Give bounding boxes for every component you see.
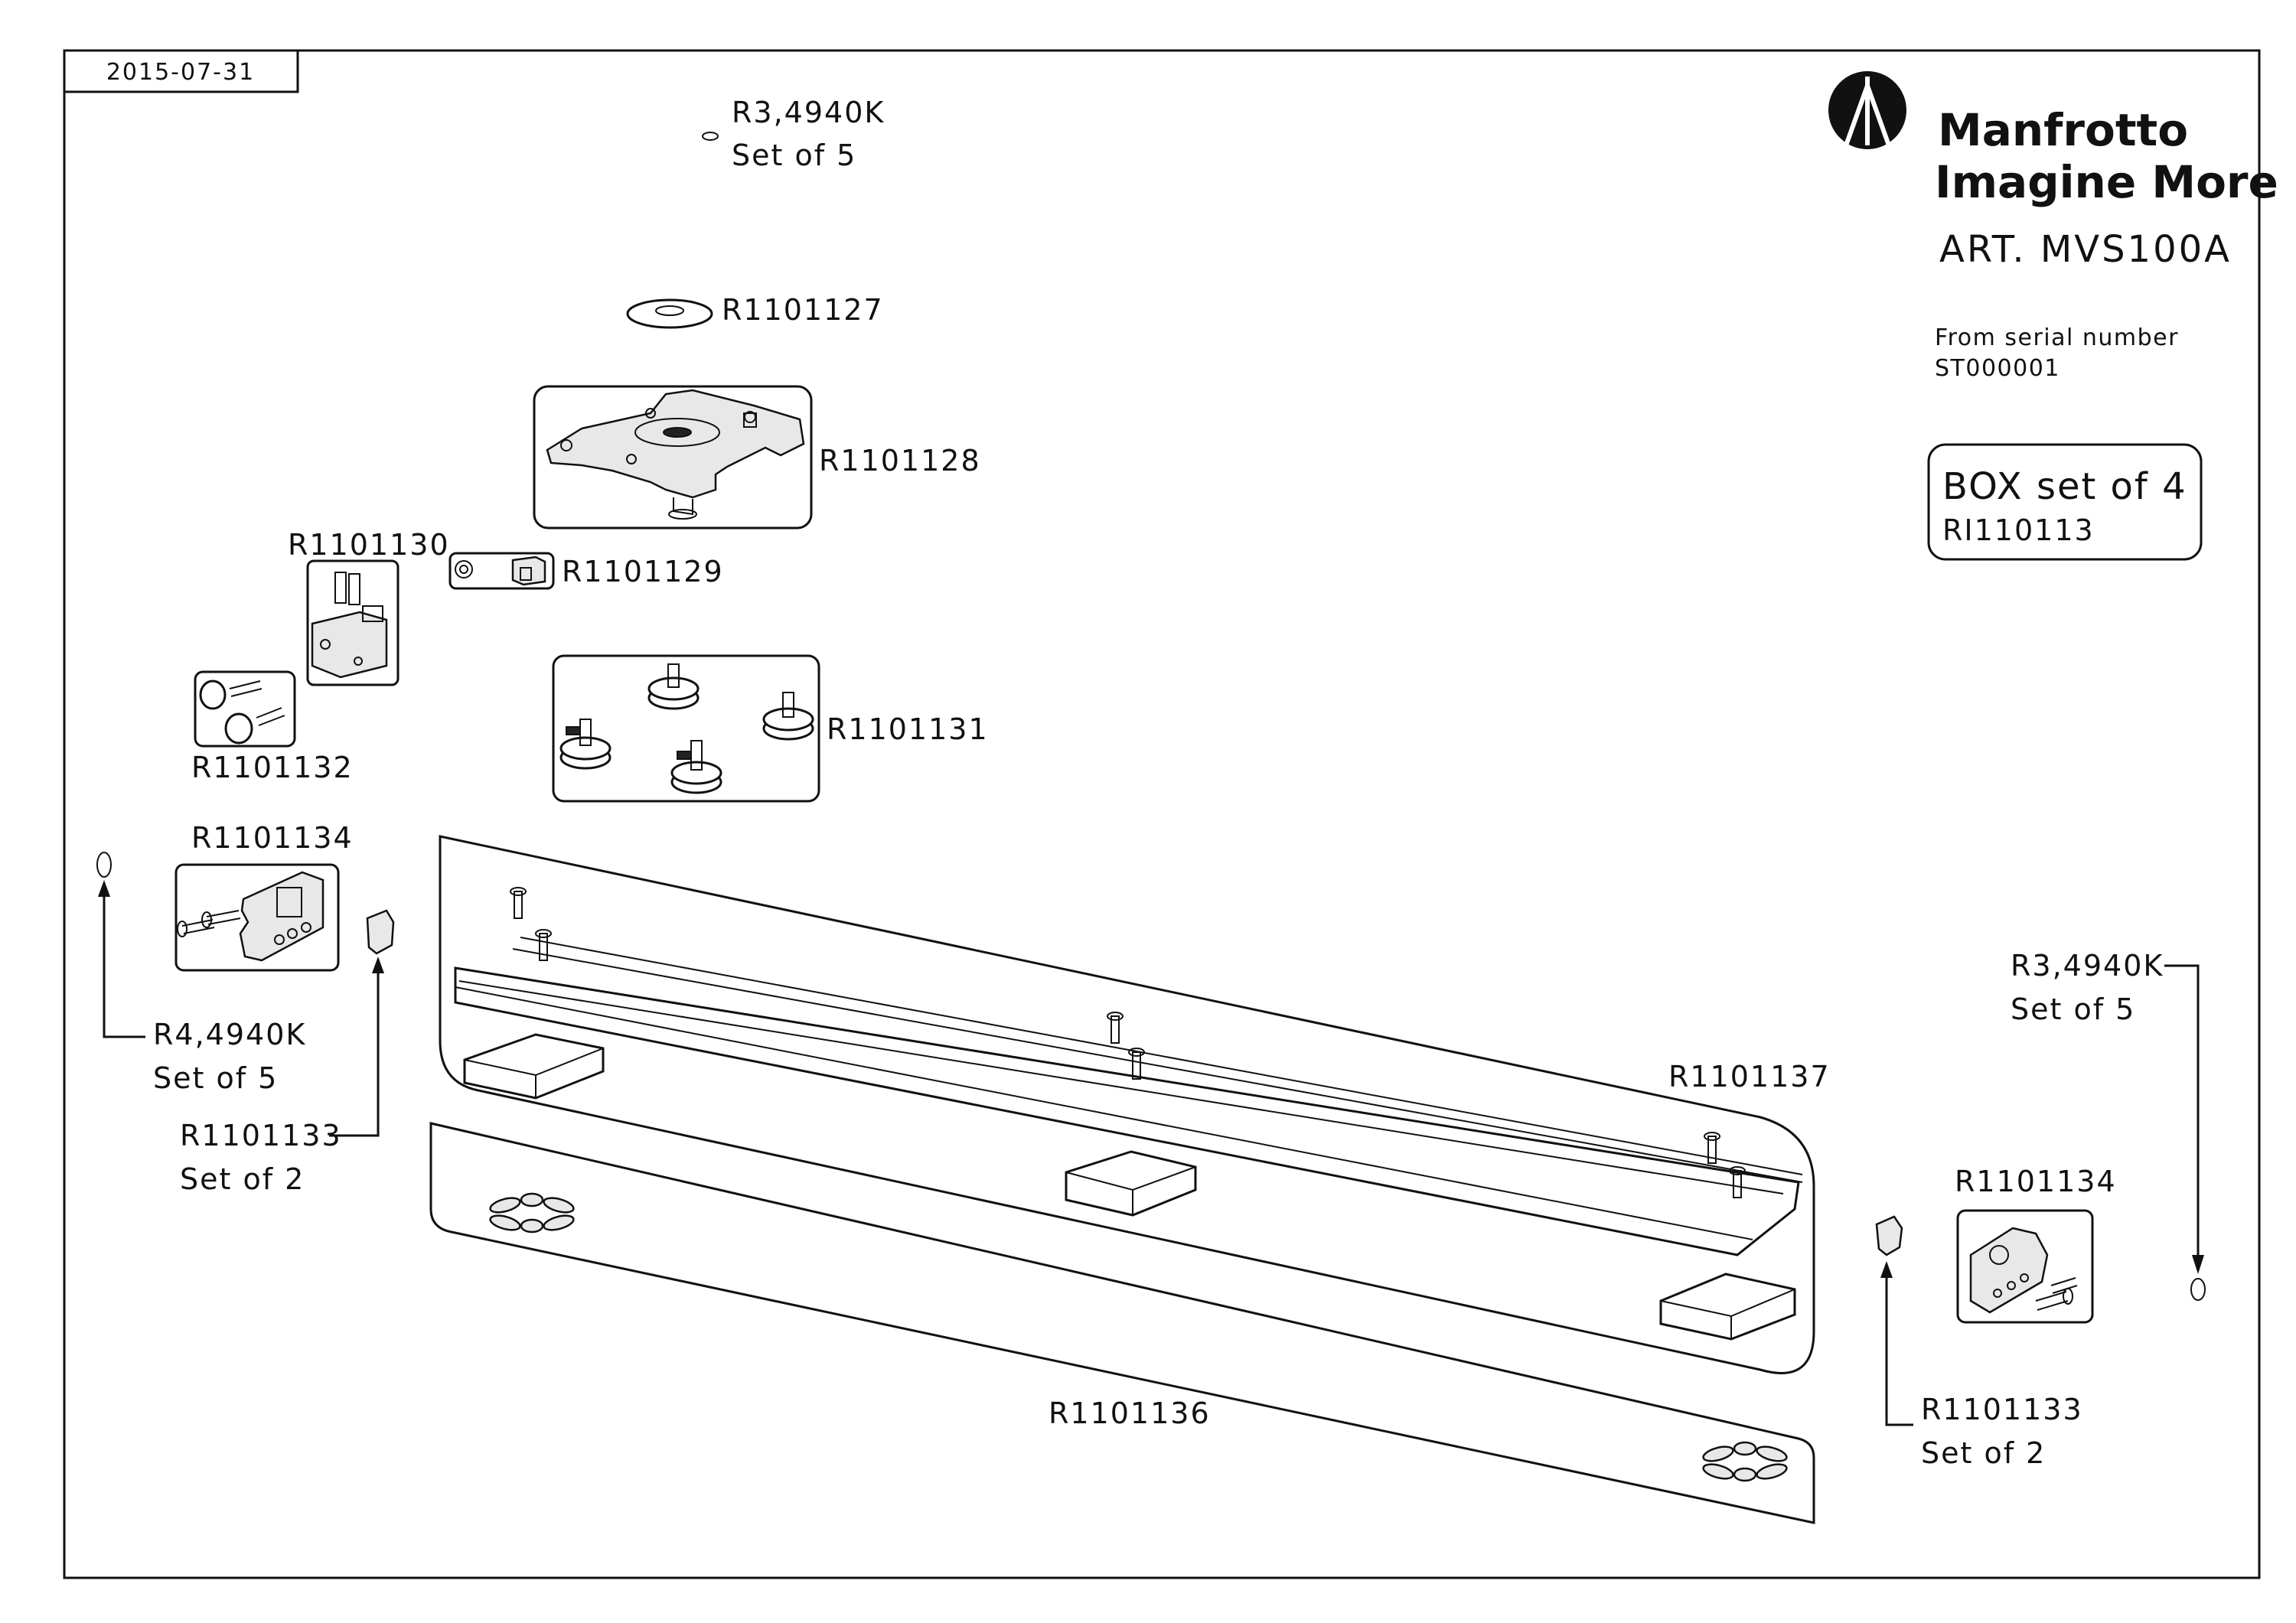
o-ring-right [2164, 964, 2206, 1301]
end-plate-left-part [174, 863, 340, 972]
r1101133-right-code: R1101133 [1921, 1393, 2083, 1426]
r1101128-label: R1101128 [819, 444, 981, 477]
rubber-pads-part [429, 1122, 1815, 1524]
end-plate-right-part [1956, 1209, 2094, 1324]
r1101131-label: R1101131 [827, 712, 989, 746]
washer-part [626, 298, 713, 329]
r1101134-left-label: R1101134 [191, 821, 354, 855]
r1101127-label: R1101127 [722, 293, 884, 327]
lock-block-part [306, 559, 400, 686]
article-number: ART. MVS100A [1939, 228, 2232, 271]
r3-top-qty: Set of 5 [732, 139, 856, 172]
serial-line-2: ST000001 [1935, 355, 2060, 382]
r1101133-left-qty: Set of 2 [180, 1162, 305, 1196]
r1101133-right-qty: Set of 2 [1921, 1436, 2046, 1470]
r1101134-right-label: R1101134 [1955, 1165, 2117, 1198]
r1101133-left-code: R1101133 [180, 1119, 342, 1152]
r1101132-label: R1101132 [191, 751, 354, 784]
top-plate-part [533, 385, 813, 530]
wheels-part [552, 654, 820, 803]
r1101130-label: R1101130 [288, 528, 450, 562]
clamp-part [448, 552, 555, 590]
brand-name: Manfrotto [1938, 104, 2188, 156]
r4-code: R4,4940K [153, 1018, 306, 1051]
r1101129-label: R1101129 [562, 555, 724, 588]
pad-right [1875, 1215, 1913, 1426]
brand-tagline: Imagine More [1935, 156, 2278, 208]
r3-top-code: R3,4940K [732, 96, 885, 129]
r1101136-label: R1101136 [1049, 1396, 1211, 1430]
serial-line-1: From serial number [1935, 324, 2179, 351]
manfrotto-logo: Manfrotto Imagine More [1828, 71, 2278, 208]
sheet-frame [63, 49, 2261, 1579]
knob-screw-part [194, 670, 296, 748]
box-title: BOX set of 4 [1942, 465, 2187, 508]
r4-qty: Set of 5 [153, 1061, 278, 1095]
r3-right-qty: Set of 5 [2011, 992, 2135, 1026]
o-ring-top [702, 132, 719, 141]
pad-left [329, 909, 395, 1137]
r3-right-code: R3,4940K [2011, 949, 2164, 983]
date-label: 2015-07-31 [106, 59, 255, 86]
o-ring-left [96, 852, 145, 1038]
box-code: RI110113 [1942, 513, 2095, 547]
box-set: BOX set of 4 RI110113 [1927, 443, 2203, 561]
rail-assembly-part [439, 835, 1815, 1374]
date-tab: 2015-07-31 [63, 49, 299, 93]
r1101137-label: R1101137 [1668, 1060, 1831, 1093]
